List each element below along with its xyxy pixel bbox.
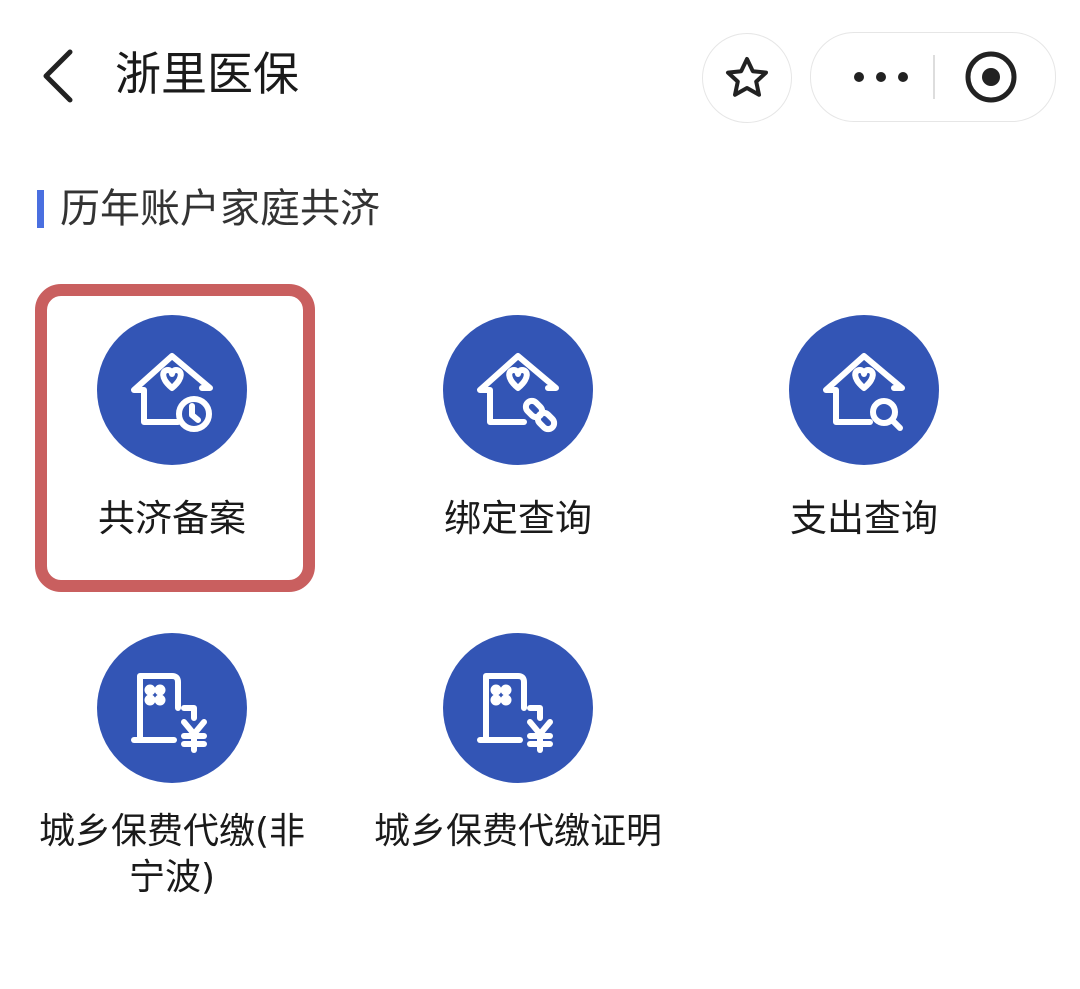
item-chengxiang-daijiao-zhengming[interactable]: 城乡保费代缴证明	[368, 633, 668, 855]
highlight-box	[35, 284, 315, 592]
building-yuan-icon	[443, 633, 593, 783]
item-label: 城乡保费代缴(非宁波)	[38, 811, 306, 898]
mini-program-capsule	[810, 32, 1056, 122]
more-dots-icon[interactable]	[851, 67, 911, 87]
house-heart-clock-icon	[97, 315, 247, 465]
favorite-button[interactable]	[702, 33, 792, 123]
item-chengxiang-daijiao-fei-ningbo[interactable]: 城乡保费代缴(非宁波)	[22, 633, 322, 901]
close-target-icon[interactable]	[963, 49, 1019, 105]
house-heart-search-icon	[789, 315, 939, 465]
section-title: 历年账户家庭共济	[60, 186, 380, 232]
star-icon	[726, 57, 768, 97]
item-label: 支出查询	[790, 497, 938, 540]
item-zhichu-chaxun[interactable]: 支出查询	[714, 315, 1014, 543]
item-bangding-chaxun[interactable]: 绑定查询	[368, 315, 668, 543]
capsule-divider	[933, 55, 935, 99]
page-title: 浙里医保	[115, 47, 299, 101]
section-accent-bar	[37, 190, 44, 228]
item-label: 城乡保费代缴证明	[373, 811, 662, 852]
item-label: 共济备案	[98, 497, 246, 540]
building-yuan-icon	[97, 633, 247, 783]
house-heart-link-icon	[443, 315, 593, 465]
item-gongji-beian[interactable]: 共济备案	[22, 315, 322, 543]
back-chevron-icon[interactable]	[38, 48, 88, 104]
item-label: 绑定查询	[444, 497, 592, 540]
